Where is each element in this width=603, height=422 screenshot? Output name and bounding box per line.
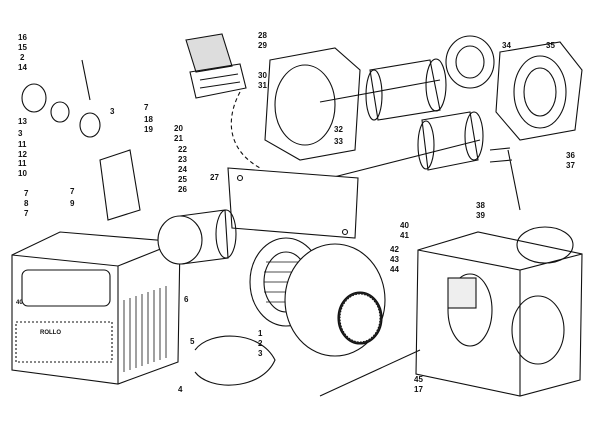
callout-label: 7: [144, 103, 149, 112]
callout-label: 14: [18, 63, 27, 72]
callout-label: 43: [390, 255, 399, 264]
callout-label: 15: [18, 43, 27, 52]
callout-label: 11: [18, 159, 27, 168]
callout-label: 11: [18, 140, 27, 149]
callout-label: 3: [18, 129, 23, 138]
callout-label: 41: [400, 231, 409, 240]
callout-label: 20: [174, 124, 183, 133]
callout-label: 7: [24, 209, 29, 218]
callout-label: 19: [144, 125, 153, 134]
callout-label: 34: [502, 41, 511, 50]
callout-label: 18: [144, 115, 153, 124]
case-badge: 40: [16, 300, 23, 306]
blast-tubes: [319, 35, 495, 179]
callout-label: 36: [566, 151, 575, 160]
callout-label: 13: [18, 117, 27, 126]
callout-label: 17: [414, 385, 423, 394]
callout-label: 16: [18, 33, 27, 42]
callout-label: 12: [18, 150, 27, 159]
callout-label: 24: [178, 165, 187, 174]
callout-label: 1: [258, 329, 263, 338]
callout-label: 30: [258, 71, 267, 80]
callout-label: 4: [178, 385, 183, 394]
callout-label: 39: [476, 211, 485, 220]
callout-label: 23: [178, 155, 187, 164]
callout-label: 21: [174, 134, 183, 143]
callout-label: 44: [390, 265, 399, 274]
callout-label: 28: [258, 31, 267, 40]
callout-label: 2: [20, 53, 25, 62]
callout-label: 40: [400, 221, 409, 230]
callout-label: 3: [110, 107, 115, 116]
air-shutter: [284, 243, 386, 357]
callout-label: 8: [24, 199, 29, 208]
callout-label: 7: [70, 187, 75, 196]
callout-label: 3: [258, 349, 263, 358]
callout-label: 38: [476, 201, 485, 210]
callout-label: 7: [24, 189, 29, 198]
callout-label: 45: [414, 375, 423, 384]
case-logo: ROLLO: [40, 330, 61, 336]
callout-label: 32: [334, 125, 343, 134]
callout-label: 35: [546, 41, 555, 50]
callout-label: 2: [258, 339, 263, 348]
rear-housing: [230, 47, 361, 169]
callout-label: 37: [566, 161, 575, 170]
callout-label: 22: [178, 145, 187, 154]
small-parts: [21, 59, 521, 397]
callout-label: 31: [258, 81, 267, 90]
callout-label: 42: [390, 245, 399, 254]
mounting-plate: [227, 167, 359, 239]
callout-label: 10: [18, 169, 27, 178]
motor: [157, 209, 237, 265]
callout-label: 9: [70, 199, 75, 208]
assembled-burner: [415, 226, 583, 397]
callout-label: 6: [184, 295, 189, 304]
callout-label: 26: [178, 185, 187, 194]
burner-housing: [11, 231, 181, 385]
callout-label: 27: [210, 173, 219, 182]
control-box: [185, 33, 247, 99]
callout-label: 33: [334, 137, 343, 146]
mounting-flange: [495, 41, 583, 141]
callout-label: 5: [190, 337, 195, 346]
callout-label: 29: [258, 41, 267, 50]
callout-label: 25: [178, 175, 187, 184]
